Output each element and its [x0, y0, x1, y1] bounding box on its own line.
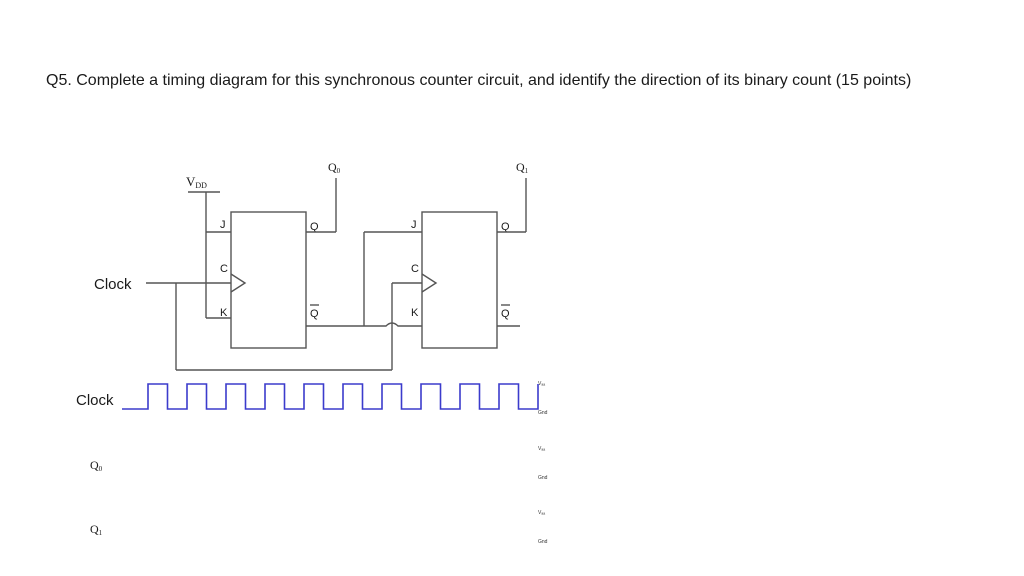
flipflop-0	[230, 211, 307, 349]
circuit-clock-label: Clock	[94, 276, 132, 293]
vdd-label: VDD	[186, 174, 207, 190]
timing-clock-label: Clock	[76, 392, 114, 409]
ff0-j-label: J	[220, 219, 226, 231]
ff0-q-label: Q	[310, 221, 319, 233]
ff0-c-label: C	[220, 263, 228, 275]
q1-vdd-mark: Vₐₐ	[538, 510, 545, 516]
ff0-clock-triangle	[230, 273, 247, 293]
clock-vdd-mark: Vₐₐ	[538, 381, 545, 387]
question-text: Q5. Complete a timing diagram for this s…	[46, 72, 912, 89]
ff1-c-label: C	[411, 263, 419, 275]
timing-q1-label: Q1	[90, 522, 103, 537]
q0-output-label: Q0	[328, 160, 341, 175]
q0-vdd-mark: Vₐₐ	[538, 446, 545, 452]
ff1-j-label: J	[411, 219, 417, 231]
clock-gnd-mark: Gnd	[538, 410, 548, 416]
ff0-k-label: K	[220, 307, 228, 319]
q1-output-label: Q1	[516, 160, 529, 175]
timing-q0-label: Q0	[90, 458, 103, 473]
ff0-qbar-label: Q	[310, 308, 319, 320]
q1-gnd-mark: Gnd	[538, 539, 548, 545]
ff1-q-label: Q	[501, 221, 510, 233]
k1-input-wire-hop	[364, 322, 422, 327]
ff1-k-label: K	[411, 307, 419, 319]
ff1-clock-triangle	[421, 273, 438, 293]
flipflop-1	[421, 211, 498, 349]
ff1-qbar-label: Q	[501, 308, 510, 320]
clock-waveform	[122, 383, 539, 410]
q0-gnd-mark: Gnd	[538, 475, 548, 481]
